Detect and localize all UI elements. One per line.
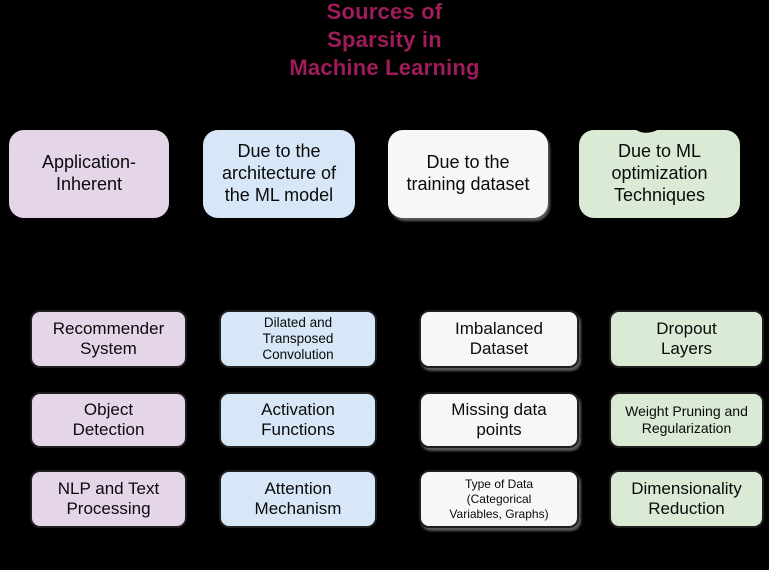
item-activation-functions: Activation Functions [219,392,377,448]
category-ml-optimization: Due to ML optimization Techniques [579,130,740,218]
item-dilated-transposed-convolution: Dilated and Transposed Convolution [219,310,377,368]
item-recommender-system: Recommender System [30,310,187,368]
item-dropout-layers: Dropout Layers [609,310,764,368]
item-type-of-data: Type of Data (Categorical Variables, Gra… [419,470,579,528]
category-ml-model-architecture: Due to the architecture of the ML model [203,130,355,218]
category-training-dataset: Due to the training dataset [388,130,548,218]
item-weight-pruning-regularization: Weight Pruning and Regularization [609,392,764,448]
item-missing-data-points: Missing data points [419,392,579,448]
category-application-inherent: Application- Inherent [9,130,169,218]
item-object-detection: Object Detection [30,392,187,448]
item-dimensionality-reduction: Dimensionality Reduction [609,470,764,528]
item-nlp-text-processing: NLP and Text Processing [30,470,187,528]
diagram-title: Sources of Sparsity in Machine Learning [289,0,480,80]
item-attention-mechanism: Attention Mechanism [219,470,377,528]
item-imbalanced-dataset: Imbalanced Dataset [419,310,579,368]
connector-curve-fragment-icon [636,120,669,133]
